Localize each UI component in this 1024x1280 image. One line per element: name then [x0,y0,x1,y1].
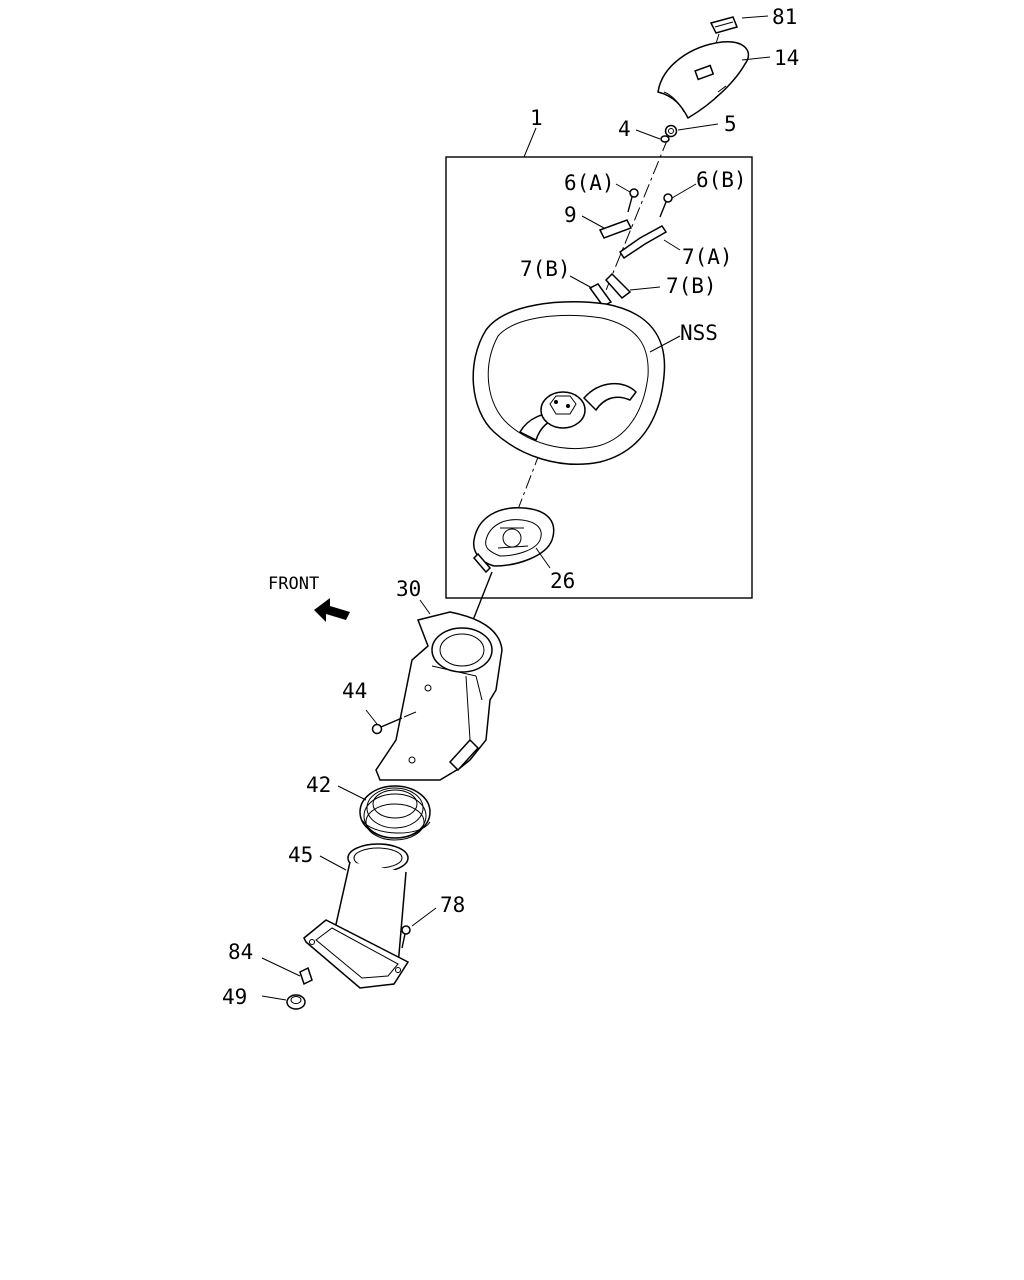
callout-26: 26 [550,569,575,593]
part-81-switch [709,16,739,57]
front-arrow-icon [314,598,350,622]
part-26-cable-reel [472,507,555,574]
callout-30: 30 [396,577,421,601]
part-49-grommet [286,994,306,1010]
callout-49: 49 [222,985,247,1009]
part-42-bellows [359,785,431,841]
leader-lines [261,15,771,1001]
part-5-nut [664,124,678,138]
part-6b-screw [659,193,673,218]
part-45-lower-boot [303,843,410,989]
callout-9: 9 [564,203,577,227]
callout-44: 44 [342,679,367,703]
part-9-plate [598,219,633,239]
front-label: FRONT [268,574,319,594]
callout-1: 1 [530,106,543,130]
part-7b-right-contact [604,272,632,300]
callout-45: 45 [288,843,313,867]
callout-7b-right: 7(B) [666,274,717,298]
callout-5: 5 [724,112,737,136]
callout-7b-left: 7(B) [520,257,571,281]
part-78-screw [401,925,411,949]
callout-78: 78 [440,893,465,917]
part-84-clip [299,966,313,986]
part-7b-left-contact [588,283,613,307]
callout-7a: 7(A) [682,245,733,269]
callout-14: 14 [774,46,799,70]
part-7a-contact [618,225,668,260]
callout-6a: 6(A) [564,171,615,195]
callout-84: 84 [228,940,253,964]
steering-wheel [472,301,666,466]
part-6a-screw [627,188,639,213]
callout-4: 4 [618,117,631,141]
callout-42: 42 [306,773,331,797]
part-30-column-cover [375,611,503,781]
part-44-screw [371,711,417,735]
callout-nss: NSS [680,321,718,345]
part-4-washer [660,135,670,143]
part-14-horn-cover [657,41,750,120]
assembly-box-1 [445,156,753,599]
callout-6b: 6(B) [696,168,747,192]
callout-81: 81 [772,5,797,29]
